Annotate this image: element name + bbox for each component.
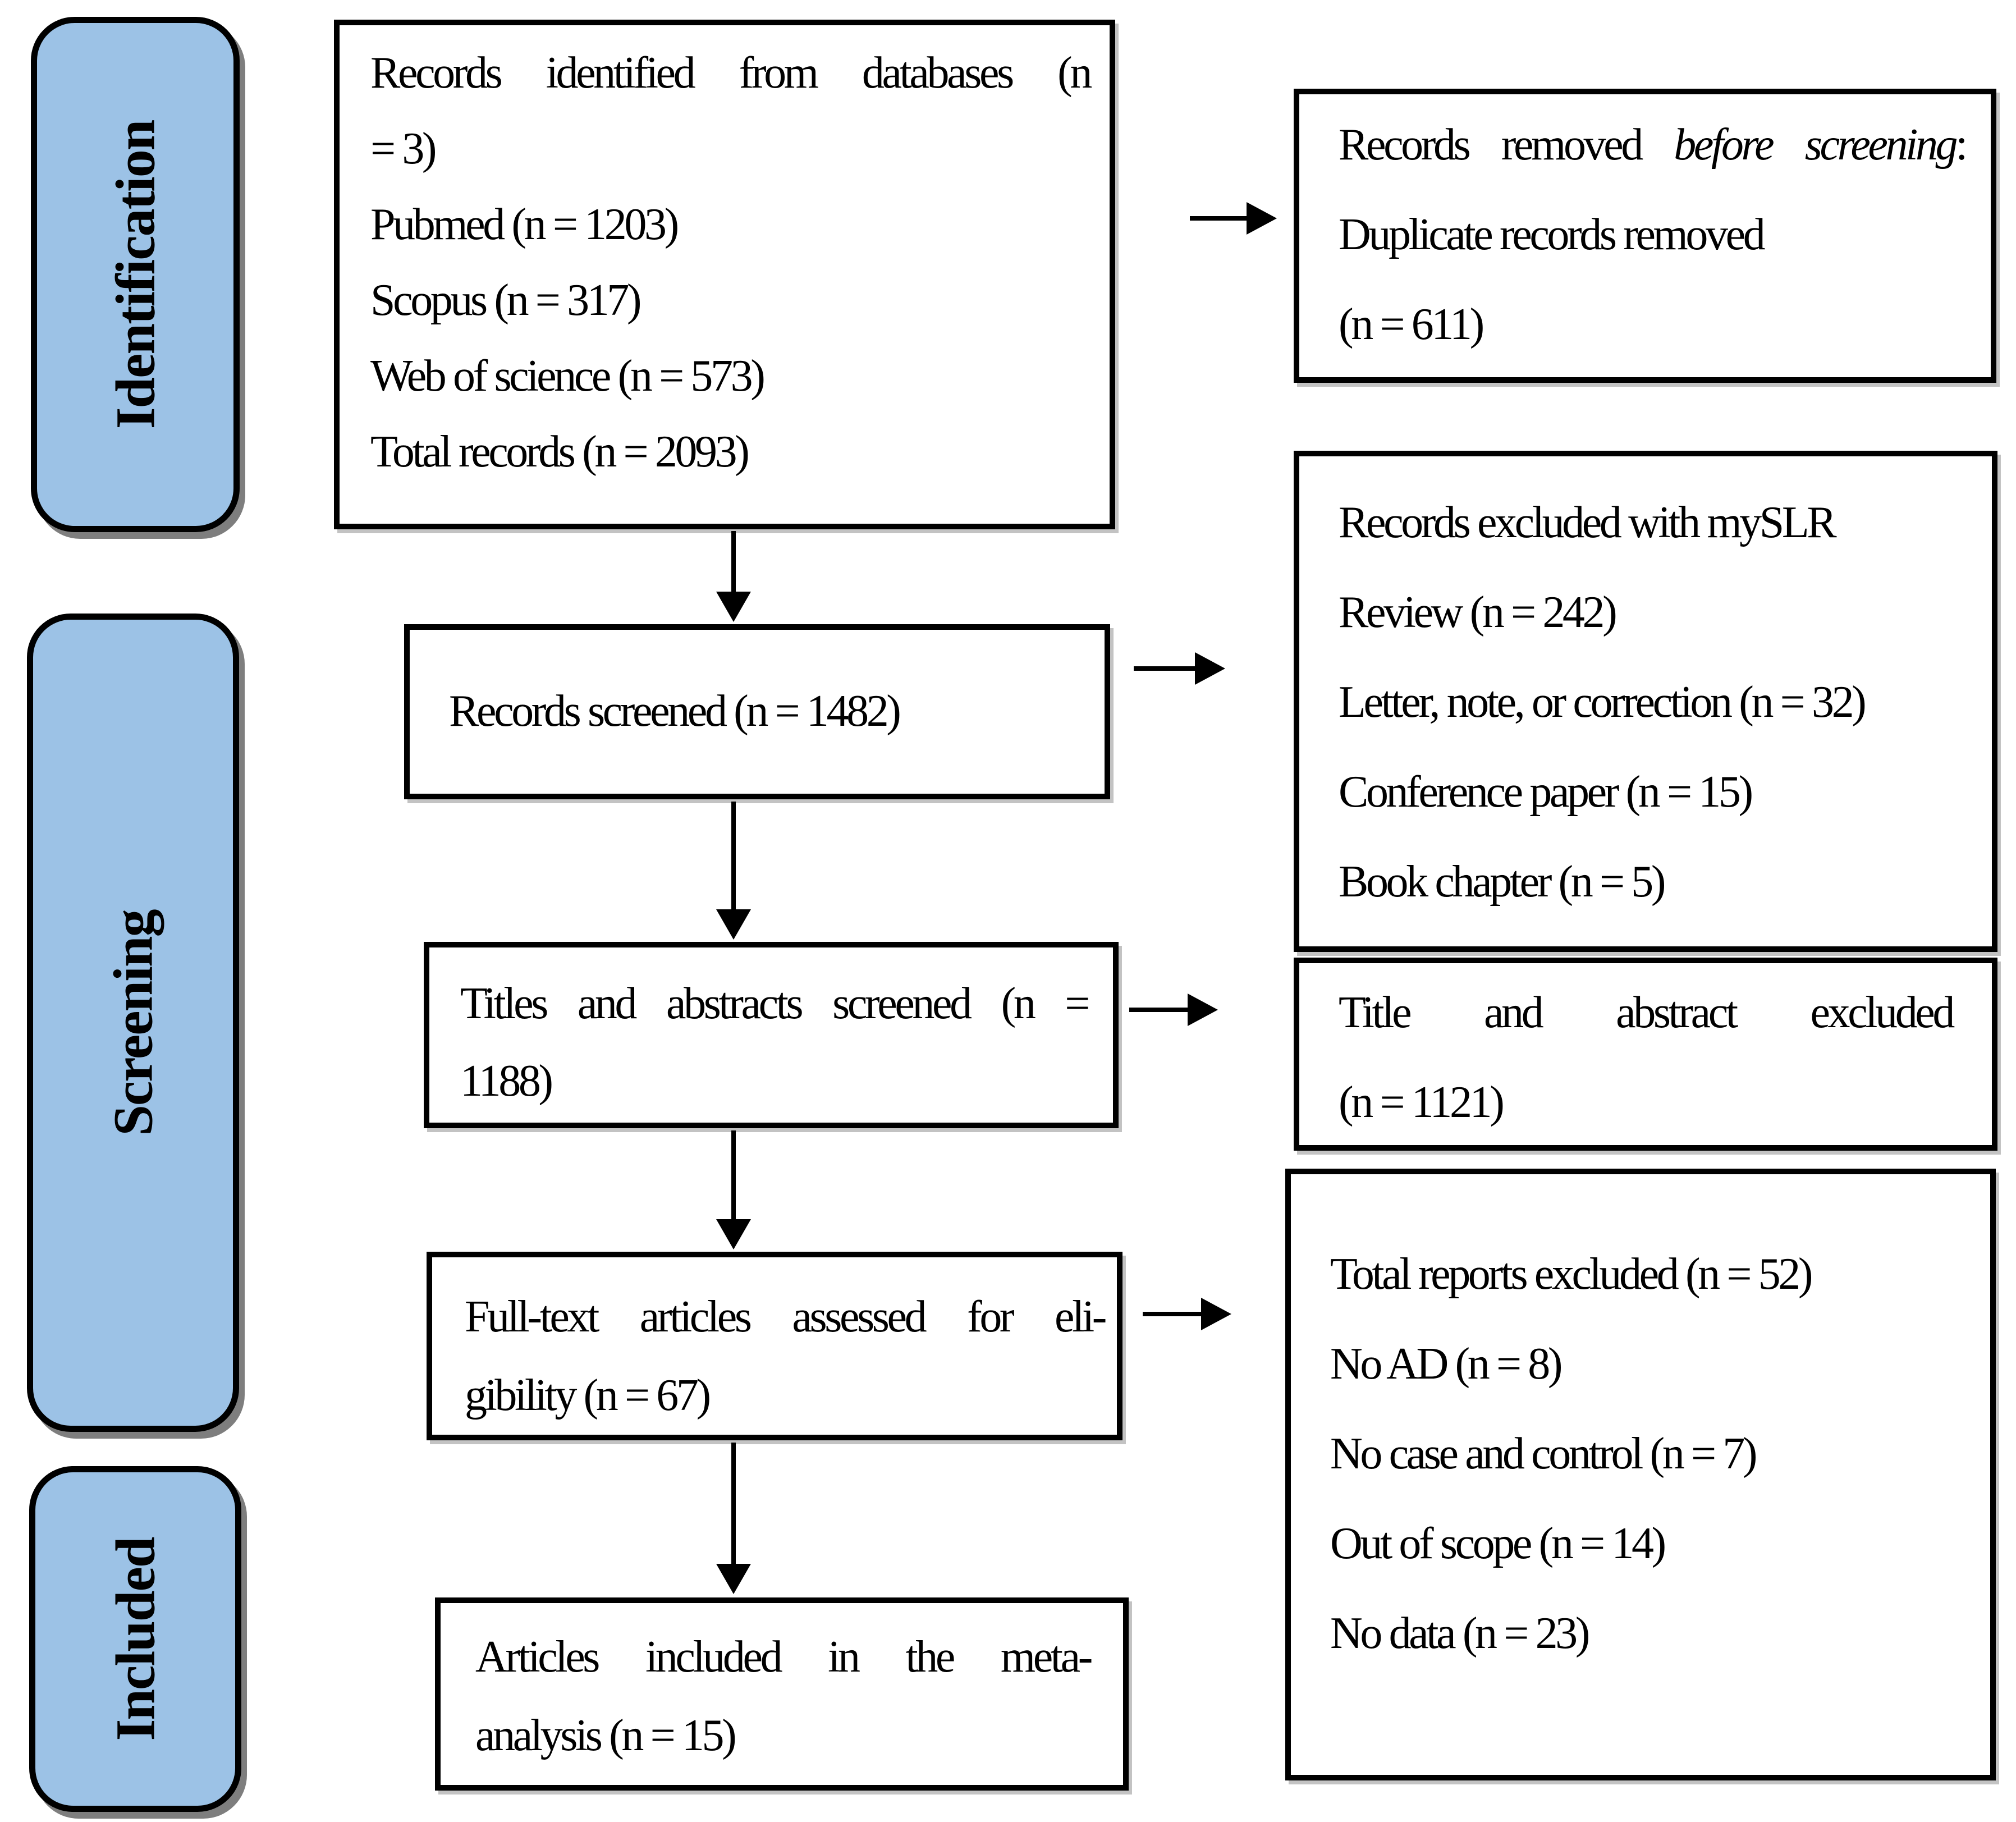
arrow-screened-to-excluded [1134, 652, 1225, 685]
arrow-shaft [731, 1443, 736, 1565]
arrow-fulltext-to-included [716, 1443, 751, 1594]
text-line: = 3) [370, 124, 437, 173]
box-fulltext-assessed: Full-text articles assessed for eli- gib… [427, 1252, 1122, 1440]
text-line: No case and control (n = 7) [1330, 1429, 1758, 1478]
removed-suffix: : [1955, 120, 1968, 170]
box-articles-included: Articles included in the meta- analysis … [435, 1597, 1129, 1791]
box-records-screened: Records screened (n = 1482) [404, 624, 1110, 799]
stage-identification: Identification [31, 17, 240, 532]
removed-italic: before screening [1674, 120, 1958, 170]
text-line: Total reports excluded (n = 52) [1330, 1249, 1813, 1299]
arrow-shaft [1143, 1312, 1202, 1316]
text-line: Letter, note, or correction (n = 32) [1339, 677, 1867, 727]
text-line: No data (n = 23) [1330, 1609, 1590, 1658]
arrow-shaft [731, 802, 736, 910]
box-records-excluded-myslr: Records excluded with mySLR Review (n = … [1294, 451, 1997, 952]
box-title-abstract-excluded: Title and abstract excluded (n = 1121) [1294, 958, 1997, 1151]
text-line: Full-text articles assessed for eli- [465, 1292, 1107, 1342]
text-line: (n = 1121) [1339, 1078, 1505, 1127]
box-records-identified: Records identified from databases (n = 3… [334, 20, 1115, 529]
arrow-shaft [1129, 1008, 1189, 1012]
text-line: Out of scope (n = 14) [1330, 1519, 1666, 1568]
arrow-fulltext-to-excluded [1143, 1298, 1231, 1330]
text-line: Total records (n = 2093) [370, 427, 750, 477]
arrow-shaft [1134, 666, 1196, 671]
text-line: Pubmed (n = 1203) [370, 200, 679, 249]
arrow-shaft [1190, 216, 1248, 221]
stage-screening-label: Screening [102, 909, 164, 1136]
text-line: analysis (n = 15) [475, 1711, 737, 1760]
text-line: Records removed before screening: [1339, 100, 1968, 190]
text-line: Scopus (n = 317) [370, 276, 642, 325]
text-line: Book chapter (n = 5) [1339, 857, 1666, 907]
text-line: Records identified from databases (n [370, 48, 1092, 98]
text-line: Title and abstract excluded [1339, 988, 1955, 1037]
arrow-titles-to-fulltext [716, 1130, 751, 1249]
box-titles-abstracts-screened: Titles and abstracts screened (n = 1188) [424, 942, 1119, 1128]
text-line: Titles and abstracts screened (n = [460, 979, 1090, 1028]
arrow-shaft [731, 1130, 736, 1220]
box-total-reports-excluded: Total reports excluded (n = 52) No AD (n… [1285, 1169, 1996, 1780]
arrow-shaft [731, 531, 736, 593]
arrow-identified-to-screened [716, 531, 751, 622]
arrow-identified-to-removed [1190, 202, 1277, 235]
text-line: Records screened (n = 1482) [449, 686, 901, 736]
arrow-down-head [716, 1219, 751, 1249]
arrow-right-head [1188, 994, 1218, 1026]
stage-included-label: Included [104, 1537, 167, 1741]
arrow-screened-to-titles [716, 802, 751, 940]
box-records-removed: Records removed before screening: Duplic… [1294, 89, 1996, 383]
stage-screening: Screening [27, 614, 239, 1432]
arrow-down-head [716, 1564, 751, 1594]
text-line: Articles included in the meta- [475, 1632, 1093, 1682]
text-line: No AD (n = 8) [1330, 1339, 1563, 1389]
text-line: 1188) [460, 1056, 553, 1106]
arrow-titles-to-excluded [1129, 994, 1218, 1026]
text-line: Review (n = 242) [1339, 588, 1618, 637]
stage-included: Included [29, 1466, 241, 1812]
arrow-right-head [1195, 652, 1225, 685]
text-line: Conference paper (n = 15) [1339, 767, 1753, 817]
arrow-right-head [1201, 1298, 1231, 1330]
text-line: Records excluded with mySLR [1339, 498, 1837, 547]
arrow-down-head [716, 592, 751, 622]
arrow-right-head [1247, 202, 1277, 235]
text-line: gibility (n = 67) [465, 1371, 711, 1420]
text-line: Web of science (n = 573) [370, 351, 766, 401]
text-line: Duplicate records removed [1339, 210, 1766, 259]
removed-prefix: Records removed [1339, 120, 1674, 170]
stage-identification-label: Identification [104, 120, 167, 429]
arrow-down-head [716, 909, 751, 940]
text-line: (n = 611) [1339, 300, 1484, 349]
